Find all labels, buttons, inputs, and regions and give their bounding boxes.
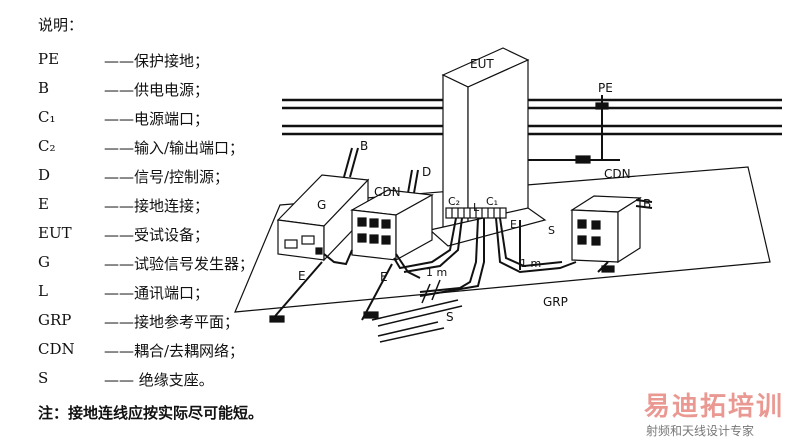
legend: 说明： PE ——保护接地； B ——供电电源； C₁ ——电源端口； C₂ ——输入/输出端…: [0, 0, 264, 441]
eut-terminal-block: [445, 207, 507, 219]
l-label: L: [473, 201, 480, 214]
c2-label: C₂: [448, 195, 460, 208]
watermark-sub-text: 射频和天线设计专家: [646, 424, 755, 438]
one-m-right-label: 1 m: [520, 257, 541, 270]
legend-item-definition: ——受试设备；: [104, 226, 210, 244]
legend-item-abbr: PE: [38, 50, 60, 68]
cdn-right: [570, 195, 642, 264]
pe-clamp: [595, 102, 609, 110]
cdn-left-label: CDN: [374, 185, 401, 199]
signal-generator: [276, 174, 370, 262]
legend-note: 注：接地连线应按实际尽可能短。: [38, 404, 264, 422]
legend-item-definition: ——接地连接；: [104, 197, 210, 215]
e-eut-label: E: [510, 218, 517, 231]
bottom-insulated-support: [371, 299, 463, 343]
s-right-label: S: [548, 224, 555, 237]
legend-item-abbr: C₂: [38, 137, 56, 155]
legend-item-definition: ——试验信号发生器；: [104, 255, 255, 273]
legend-item-definition: ——供电电源；: [104, 81, 210, 99]
legend-item-definition: ——信号/控制源；: [104, 168, 230, 186]
watermark-logo: 易迪拓培训 射频和天线设计专家: [640, 386, 800, 440]
legend-title: 说明：: [38, 16, 84, 34]
eut-label: EUT: [470, 57, 494, 71]
legend-item-abbr: EUT: [38, 224, 72, 242]
legend-item-definition: ——耦合/去耦网络；: [104, 342, 245, 360]
pe-label: PE: [598, 81, 613, 95]
b-right-label: B: [643, 197, 651, 211]
legend-item-definition: ——保护接地；: [104, 52, 210, 70]
legend-item-abbr: C₁: [38, 108, 56, 126]
legend-item-abbr: GRP: [38, 311, 72, 329]
d-label: D: [422, 165, 431, 179]
legend-item-abbr: S: [38, 369, 49, 387]
legend-item-definition: ——电源端口；: [104, 110, 210, 128]
c1-label: C₁: [486, 195, 498, 208]
watermark-main-text: 易迪拓培训: [644, 392, 785, 422]
b-left-label: B: [360, 139, 368, 153]
ground-reference-plane: [234, 166, 771, 313]
coupling-cables: [393, 217, 577, 297]
s-bottom-label: S: [446, 310, 454, 324]
eut-cabinet: [441, 47, 530, 241]
legend-item-abbr: G: [38, 253, 50, 271]
legend-item-abbr: L: [38, 282, 48, 300]
cdn-left: [350, 189, 434, 262]
g-label: G: [317, 198, 326, 212]
legend-item-definition: —— 绝缘支座。: [104, 371, 214, 389]
grp-label: GRP: [543, 295, 568, 309]
legend-item-definition: ——输入/输出端口；: [104, 139, 245, 157]
legend-item-abbr: D: [38, 166, 51, 184]
e-cdn-label: E: [380, 270, 388, 284]
cdn-right-label: CDN: [604, 167, 631, 181]
legend-item-definition: ——通讯端口；: [104, 284, 210, 302]
legend-item-definition: ——接地参考平面；: [104, 313, 240, 331]
legend-item-abbr: CDN: [38, 340, 75, 358]
one-m-left-label: 1 m: [426, 266, 447, 279]
e-g-label: E: [298, 269, 306, 283]
legend-item-abbr: B: [38, 79, 50, 97]
legend-item-abbr: E: [38, 195, 49, 213]
supply-cables: [282, 98, 782, 136]
